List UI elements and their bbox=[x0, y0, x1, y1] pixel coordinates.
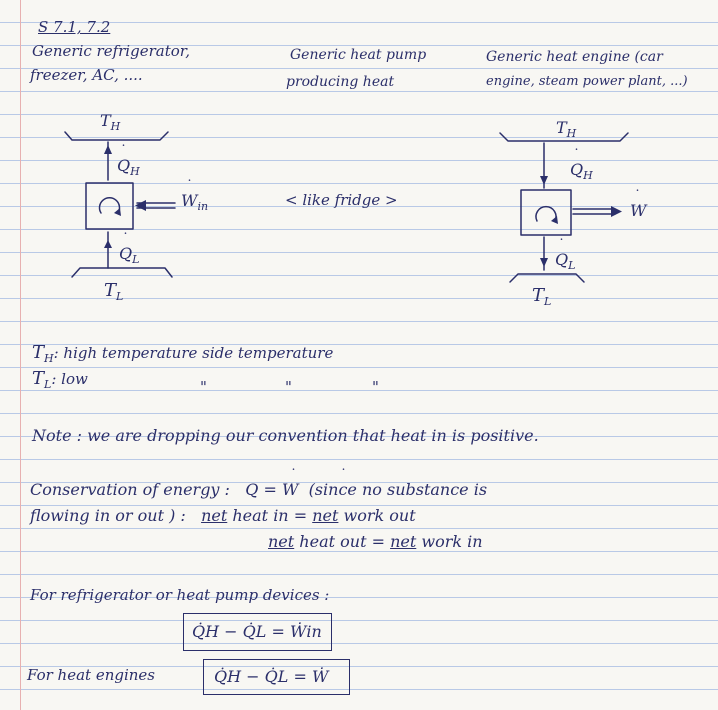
refrigerator-heading: For refrigerator or heat pump devices : bbox=[30, 586, 330, 604]
ql-arrowhead bbox=[104, 240, 112, 248]
right-cycle-box bbox=[520, 189, 572, 236]
left-tl-label: TL bbox=[104, 280, 124, 303]
left-qh-dot: ˙ bbox=[120, 143, 127, 159]
bottom-reservoir-bracket bbox=[71, 267, 173, 278]
qh-arrowhead bbox=[104, 145, 112, 154]
heatpump-title-line1: Generic heat pump bbox=[290, 47, 427, 63]
left-qh-label: QH bbox=[117, 156, 140, 178]
heatengine-diagram-lines bbox=[499, 132, 629, 283]
refrigerator-diagram-lines bbox=[64, 131, 176, 278]
left-ql-label: QL bbox=[119, 244, 140, 266]
conservation-q: Q bbox=[245, 480, 259, 499]
convention-note: Note : we are dropping our convention th… bbox=[32, 426, 539, 445]
margin-line bbox=[20, 0, 21, 710]
top-reservoir-bracket bbox=[64, 131, 169, 141]
conservation-line3: net heat out = net work in bbox=[268, 532, 483, 551]
conservation-line1: Conservation of energy : Q = W (since no… bbox=[30, 480, 488, 499]
ditto-mark-2: " bbox=[285, 378, 292, 396]
tl-definition: TL: low bbox=[32, 368, 88, 391]
cycle-arc bbox=[98, 197, 121, 214]
cycle-arrowhead bbox=[114, 208, 121, 216]
right-th-label: TH bbox=[556, 118, 577, 140]
conservation-line2: flowing in or out ) : net heat in = net … bbox=[30, 506, 416, 525]
right-wout-dot: ˙ bbox=[634, 188, 641, 204]
right-qh-dot: ˙ bbox=[573, 147, 580, 163]
ditto-mark-3: " bbox=[372, 378, 379, 396]
engine-equation-box bbox=[203, 659, 350, 695]
heatengine-title-line1: Generic heat engine (car bbox=[486, 49, 663, 65]
refrigerator-equation-box bbox=[183, 613, 332, 651]
ditto-mark-1: " bbox=[200, 378, 207, 396]
heatpump-title-line2: producing heat bbox=[286, 74, 395, 90]
section-label: S 7.1, 7.2 bbox=[38, 18, 111, 36]
left-win-dot: ˙ bbox=[186, 178, 193, 194]
win-arrowhead bbox=[135, 200, 146, 211]
refrigerator-title-line2: freezer, AC, .... bbox=[30, 66, 143, 84]
heatengine-title-line2: engine, steam power plant, ...) bbox=[486, 74, 688, 89]
conservation-q-dot: ˙ bbox=[290, 467, 297, 483]
right-qh-arrowhead bbox=[540, 176, 548, 185]
right-qh-label: QH bbox=[570, 160, 593, 182]
engine-heading: For heat engines bbox=[27, 666, 156, 684]
right-ql-label: QL bbox=[555, 250, 576, 272]
right-tl-label: TL bbox=[532, 285, 552, 308]
conservation-w: W bbox=[281, 480, 299, 499]
like-fridge-note: < like fridge > bbox=[285, 191, 398, 209]
left-th-label: TH bbox=[100, 111, 121, 133]
th-definition: TH: high temperature side temperature bbox=[32, 342, 334, 365]
right-ql-arrowhead bbox=[540, 258, 548, 267]
engine-equation: Q̇H − Q̇L = Ẇ bbox=[214, 667, 329, 686]
cycle-box bbox=[85, 182, 134, 230]
right-cycle-arc bbox=[535, 205, 557, 222]
right-bottom-reservoir-bracket bbox=[509, 273, 585, 283]
refrigerator-title-line1: Generic refrigerator, bbox=[32, 42, 191, 60]
right-wout-arrowhead bbox=[611, 206, 622, 217]
refrigerator-equation: Q̇H − Q̇L = Ẇin bbox=[192, 622, 322, 641]
left-win-label: Win bbox=[181, 191, 209, 213]
right-top-reservoir-bracket bbox=[499, 132, 629, 142]
left-ql-dot: ˙ bbox=[122, 231, 129, 247]
right-wout-label: W bbox=[630, 201, 647, 220]
conservation-w-dot: ˙ bbox=[340, 467, 347, 483]
right-cycle-arrowhead bbox=[551, 216, 558, 224]
right-ql-dot: ˙ bbox=[558, 237, 565, 253]
